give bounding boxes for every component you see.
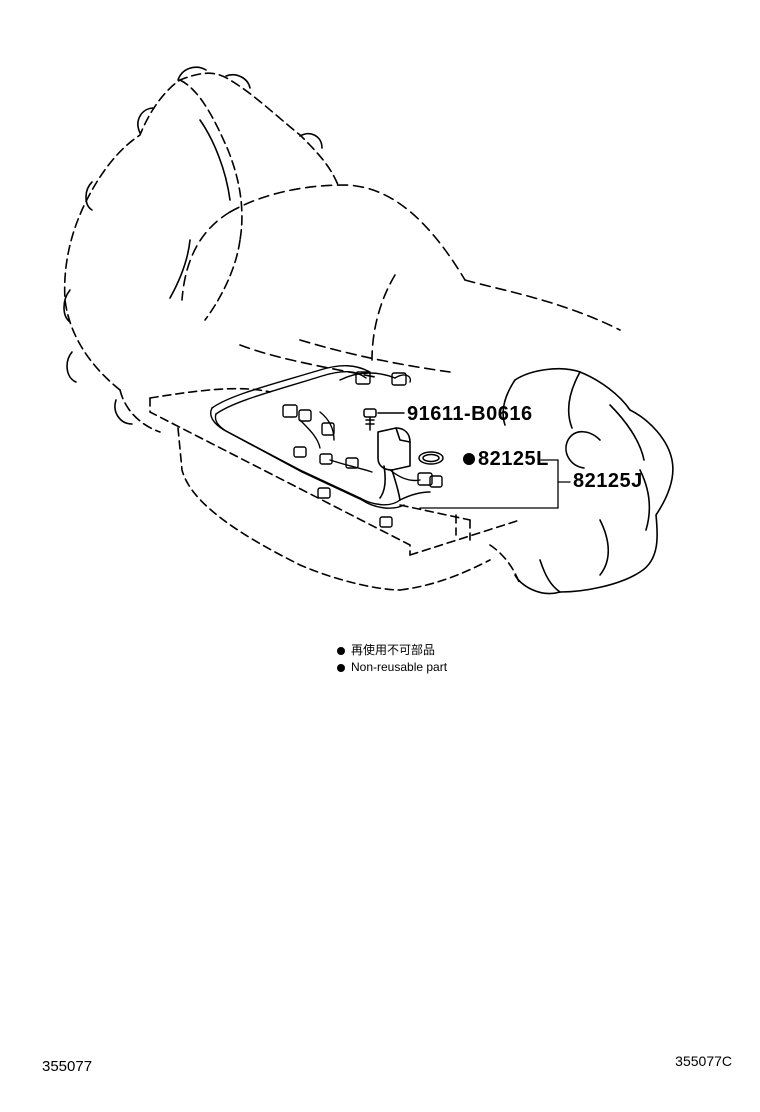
- callout-leader-lines: [419, 459, 571, 509]
- harness-assy-part-number-label: 82125J: [573, 470, 643, 492]
- bolt-part: [363, 408, 405, 431]
- extension-housing: [502, 367, 674, 595]
- bell-housing-outline: [63, 72, 339, 433]
- legend-row-en: Non-reusable part: [337, 659, 447, 676]
- filled-circle-icon: [337, 646, 345, 655]
- legend: 再使用不可部品 Non-reusable part: [337, 642, 447, 676]
- transmission-case-outline: [181, 184, 621, 379]
- figure-id-left: 355077: [42, 1058, 93, 1075]
- oil-pan-outline: [149, 387, 521, 591]
- gasket-part: [418, 451, 444, 465]
- bolt-part-number-label: 91611-B0616: [407, 403, 533, 425]
- legend-text-jp: 再使用不可部品: [351, 643, 436, 657]
- solenoid-sensor: [377, 427, 411, 501]
- legend-text-en: Non-reusable part: [351, 660, 448, 674]
- non-reusable-marker-icon: [463, 453, 475, 465]
- harness-connectors: [282, 371, 443, 528]
- wire-harness: [210, 365, 431, 509]
- legend-row-jp: 再使用不可部品: [337, 642, 447, 659]
- gasket-part-number-label: 82125L: [478, 448, 549, 470]
- figure-id-right: 355077C: [675, 1053, 732, 1069]
- bell-housing-flange: [63, 66, 323, 425]
- filled-circle-icon: [337, 663, 345, 672]
